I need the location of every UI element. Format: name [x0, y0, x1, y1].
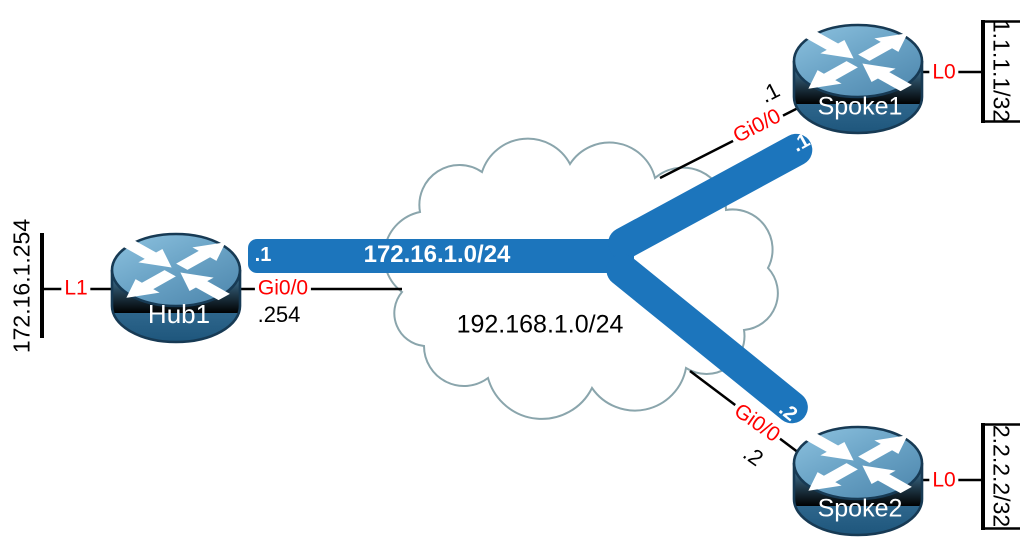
hub-wan-interface-label: Gi0/0: [254, 277, 312, 299]
loopback-segments: [40, 20, 1020, 530]
overlay-band-spoke1-arm: [608, 133, 813, 260]
hub-loopback-interface-label: L1: [61, 277, 91, 299]
overlay-band-spoke2-arm: [606, 254, 808, 424]
overlay-band-hub-arm: [248, 239, 634, 273]
overlay-tunnel-band: [248, 133, 813, 424]
spoke2-loopback-interface-label: L0: [929, 469, 959, 491]
hub-name-label: Hub1: [147, 299, 211, 329]
spoke2-loopback-ip-label: 2.2.2.2/32: [988, 424, 1015, 528]
hub-overlay-ip-label: .1: [254, 244, 272, 266]
overlay-network-label: 172.16.1.0/24: [363, 241, 511, 268]
underlay-network-label: 192.168.1.0/24: [456, 310, 624, 339]
spoke1-loopback-interface-label: L0: [929, 61, 959, 83]
spoke2-name-label: Spoke2: [817, 494, 903, 523]
hub-underlay-ip-label: .254: [257, 302, 301, 327]
hub-loopback-ip-label: 172.16.1.254: [8, 218, 35, 354]
spoke1-loopback-ip-label: 1.1.1.1/32: [988, 19, 1015, 123]
spoke1-name-label: Spoke1: [817, 92, 903, 121]
